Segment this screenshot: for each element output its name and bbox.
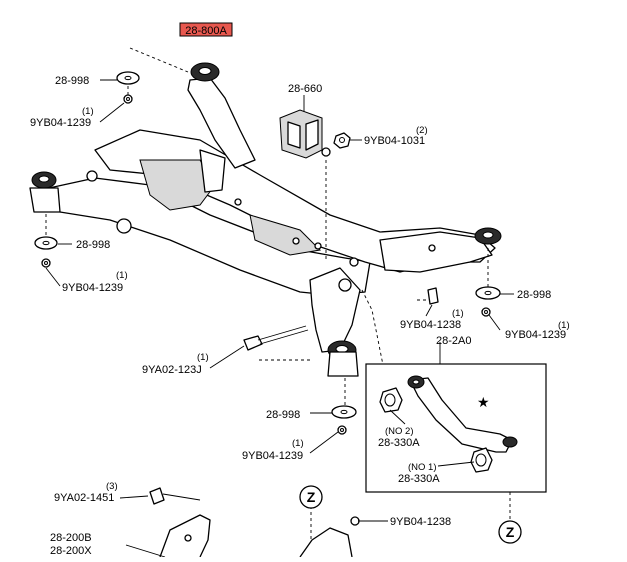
bolt-label[interactable]: 9YB04-1239: [242, 450, 303, 462]
star-icon: ★: [477, 394, 490, 410]
bolt-label[interactable]: 9YB04-1239: [62, 282, 123, 294]
qty-label: (1): [116, 270, 128, 281]
z-marker: Z Z: [299, 485, 522, 544]
svg-text:Z: Z: [506, 524, 515, 540]
washer-label[interactable]: 28-998: [55, 75, 89, 87]
bolt-label[interactable]: 9YA02-1451: [54, 492, 114, 504]
bolt-label[interactable]: 9YB04-1239: [30, 117, 91, 129]
bolt-label[interactable]: 9YB04-1238: [400, 319, 461, 331]
bolt-icon: [41, 94, 491, 526]
bracket-28-660: [279, 109, 331, 159]
qty-label: (1): [558, 320, 570, 331]
bolt-label[interactable]: 9YA02-123J: [142, 364, 202, 376]
svg-text:Z: Z: [307, 489, 316, 505]
bushing-label[interactable]: 28-330A: [378, 437, 420, 449]
qty-label: (1): [292, 438, 304, 449]
bushing-tag: (NO 1): [408, 462, 437, 473]
highlight-box: [179, 22, 233, 37]
qty-label: (1): [197, 352, 209, 363]
washer-label[interactable]: 28-998: [517, 289, 551, 301]
qty-label: (3): [106, 481, 118, 492]
lateral-arm: [379, 375, 518, 473]
bolt-label[interactable]: 9YB04-1238: [390, 516, 451, 528]
bushing-tag: (NO 2): [385, 426, 414, 437]
bolt-label[interactable]: 9YB04-1239: [505, 329, 566, 341]
lower-bracket: [159, 514, 353, 558]
subframe-crossmember: [29, 62, 502, 377]
part-label[interactable]: 28-200X: [50, 545, 92, 557]
part-label[interactable]: 28-200B: [50, 532, 92, 544]
washer-label[interactable]: 28-998: [76, 239, 110, 251]
qty-label: (1): [82, 106, 94, 117]
bracket-label[interactable]: 28-660: [288, 83, 322, 95]
qty-label: (2): [416, 125, 428, 136]
qty-label: (1): [452, 308, 464, 319]
main-part-label[interactable]: 28-800A: [185, 25, 227, 37]
nut-label[interactable]: 9YB04-1031: [364, 135, 425, 147]
washer-icon: [34, 71, 501, 419]
washer-label[interactable]: 28-998: [266, 409, 300, 421]
nut-9yb04-1031-icon: [333, 132, 351, 149]
bushing-label[interactable]: 28-330A: [398, 473, 440, 485]
leader-lines: [45, 79, 514, 558]
arm-assembly-label[interactable]: 28-2A0: [436, 335, 471, 347]
